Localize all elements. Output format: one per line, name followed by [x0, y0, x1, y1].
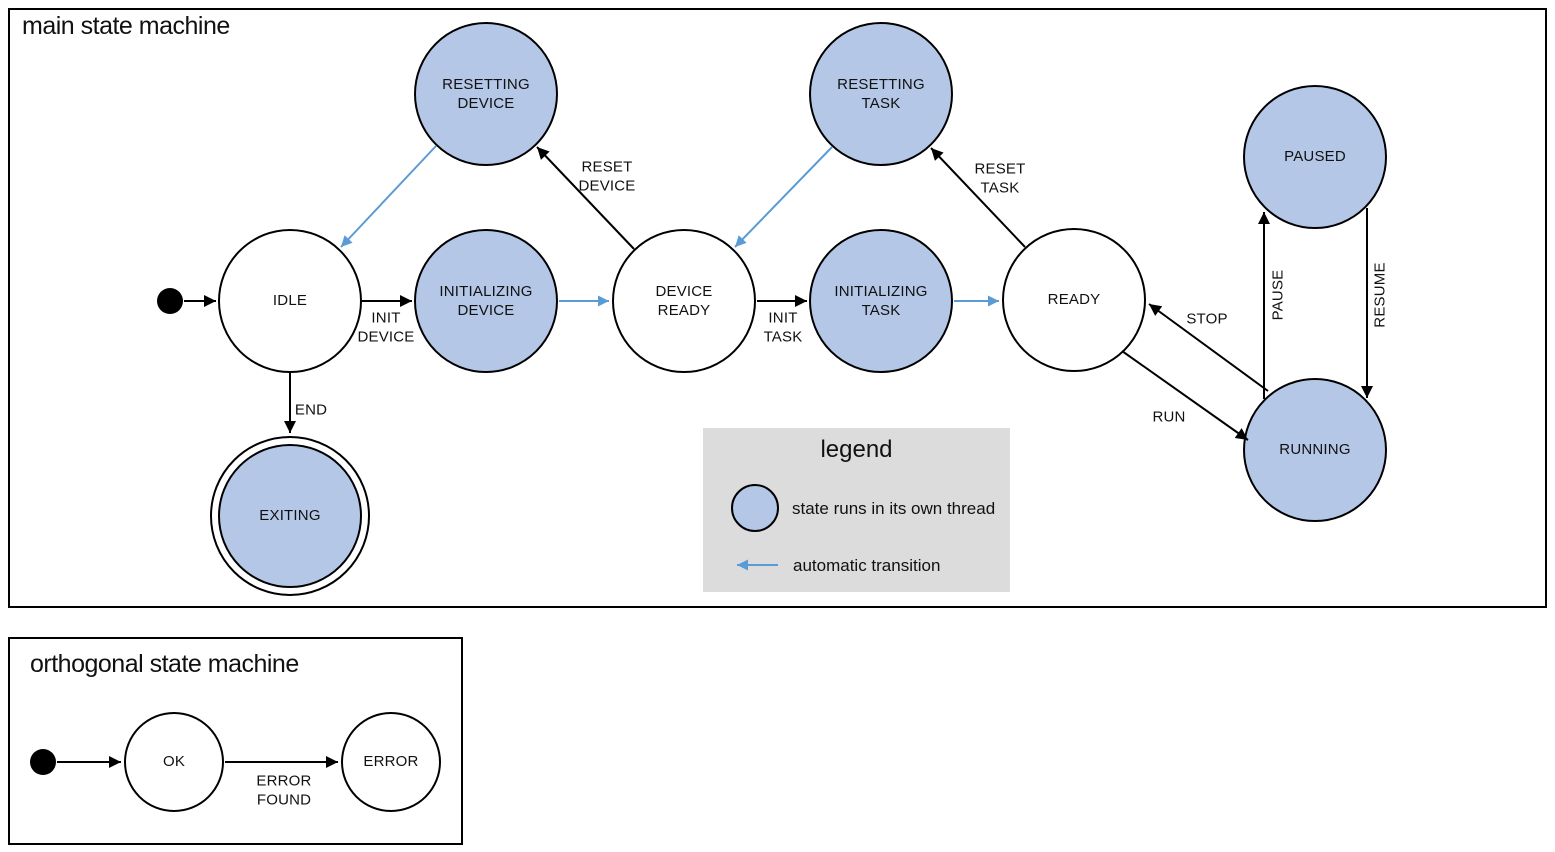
legend-thread-state-label: state runs in its own thread — [792, 499, 996, 518]
state-ok-label: OK — [162, 753, 186, 771]
transition-label-init-task: INIT TASK — [763, 309, 803, 345]
transition-label-error-found: ERROR FOUND — [256, 772, 312, 808]
transition-label-resume: RESUME — [1371, 262, 1389, 328]
state-exiting: EXITING — [218, 444, 362, 588]
transition-label-reset-task: RESET TASK — [974, 160, 1026, 196]
transition-label-pause: PAUSE — [1269, 269, 1287, 321]
state-device-ready-label: DEVICE READY — [655, 282, 713, 320]
orthogonal-state-machine-title: orthogonal state machine — [30, 650, 299, 678]
initial-state-dot — [157, 288, 183, 314]
state-ready-label: READY — [1047, 291, 1101, 309]
state-error-label: ERROR — [363, 753, 419, 771]
transition-label-stop: STOP — [1186, 310, 1228, 328]
main-state-machine-title: main state machine — [22, 12, 230, 40]
state-resetting-task-label: RESETTING TASK — [837, 75, 925, 113]
legend-auto-transition-label: automatic transition — [793, 556, 941, 575]
transition-label-run: RUN — [1152, 408, 1186, 426]
state-initializing-device: INITIALIZING DEVICE — [414, 229, 558, 373]
state-exiting-label: EXITING — [259, 507, 321, 525]
state-resetting-device-label: RESETTING DEVICE — [442, 75, 530, 113]
legend-auto-transition-icon — [737, 559, 778, 571]
legend-title: legend — [820, 436, 893, 463]
ortho-initial-state-dot — [30, 749, 56, 775]
state-error: ERROR — [341, 712, 441, 812]
state-paused-label: PAUSED — [1284, 148, 1346, 166]
state-idle: IDLE — [218, 229, 362, 373]
legend-thread-state-icon — [731, 484, 779, 532]
transition-label-reset-device: RESET DEVICE — [578, 158, 636, 194]
state-resetting-task: RESETTING TASK — [809, 22, 953, 166]
legend-box: legend state runs in its own thread auto… — [703, 428, 1010, 592]
state-resetting-device: RESETTING DEVICE — [414, 22, 558, 166]
state-initializing-task: INITIALIZING TASK — [809, 229, 953, 373]
state-paused: PAUSED — [1243, 85, 1387, 229]
state-running-label: RUNNING — [1279, 441, 1351, 459]
transition-label-end: END — [294, 401, 328, 419]
state-initializing-task-label: INITIALIZING TASK — [834, 282, 928, 320]
state-device-ready: DEVICE READY — [612, 229, 756, 373]
state-ok: OK — [124, 712, 224, 812]
state-running: RUNNING — [1243, 378, 1387, 522]
transition-label-init-device: INIT DEVICE — [357, 309, 415, 345]
state-initializing-device-label: INITIALIZING DEVICE — [439, 282, 533, 320]
state-ready: READY — [1002, 228, 1146, 372]
state-exiting-outer-ring: EXITING — [210, 436, 370, 596]
state-idle-label: IDLE — [272, 292, 308, 310]
